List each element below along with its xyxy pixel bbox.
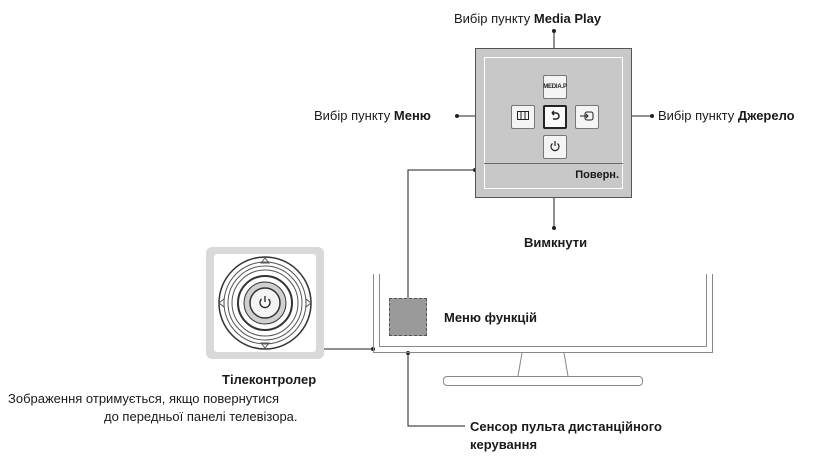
return-button[interactable] [543, 105, 567, 129]
function-menu-label: Меню функцій [444, 310, 538, 325]
sensor-label-line1: Сенсор пульта дистанційного [470, 419, 662, 434]
media-play-button[interactable]: MEDIA.P [543, 75, 567, 99]
controller-note-line2: до передньої панелі телевізора. [104, 409, 298, 424]
menu-button[interactable] [511, 105, 535, 129]
controller-note-line1: Зображення отримується, якщо повернутися [8, 391, 280, 406]
menu-icon [517, 111, 529, 123]
control-menu-panel: MEDIA.P Поверн. [475, 48, 632, 198]
return-icon [549, 109, 561, 125]
power-button[interactable] [543, 135, 567, 159]
joystick-power-icon [259, 296, 271, 309]
source-label: Вибір пункту Джерело [658, 108, 795, 123]
joystick-controller[interactable] [214, 254, 316, 352]
panel-divider [484, 163, 623, 164]
source-icon [580, 111, 594, 124]
controller-title: Тілеконтролер [222, 372, 317, 387]
power-icon [549, 140, 561, 155]
tv-stand-base [443, 376, 643, 386]
media-play-label: Вибір пункту Media Play [454, 11, 602, 26]
menu-label: Вибір пункту Меню [314, 108, 431, 123]
tv-screen-bottom [373, 274, 713, 353]
panel-inner-frame [484, 57, 623, 189]
tv-controller-location [389, 298, 427, 336]
return-label: Поверн. [575, 169, 619, 181]
power-off-label: Вимкнути [524, 235, 588, 250]
joystick-inner [214, 254, 316, 352]
sensor-label-line2: керування [470, 437, 538, 452]
joystick-frame [206, 247, 324, 359]
source-button[interactable] [575, 105, 599, 129]
